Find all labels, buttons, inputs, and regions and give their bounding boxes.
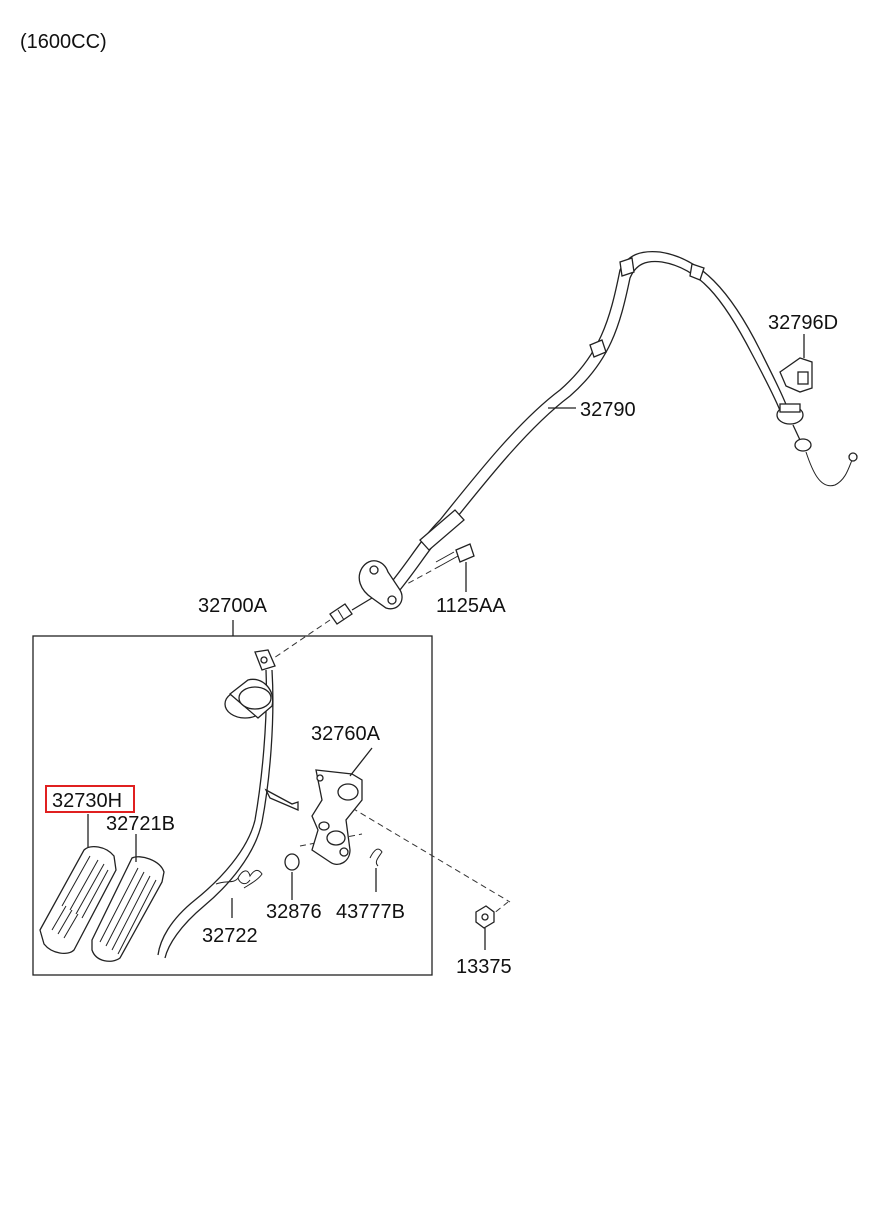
- label-32730H[interactable]: 32730H: [52, 790, 122, 812]
- pedal-bracket-32760A: [311, 769, 363, 865]
- nut-13375: [475, 905, 495, 929]
- highlight-box-32730H: [45, 785, 135, 813]
- label-32760A: 32760A: [311, 723, 381, 745]
- label-32721B: 32721B: [106, 813, 175, 835]
- label-13375: 13375: [456, 956, 512, 978]
- label-32722: 32722: [202, 925, 258, 947]
- leader-lines: [87, 334, 805, 950]
- bolt-1125AA: [435, 543, 475, 592]
- label-43777B: 43777B: [336, 901, 405, 923]
- return-spring-32722: [215, 869, 263, 889]
- pedal-pad-32721B: [91, 856, 165, 962]
- cable-flange: [329, 560, 403, 625]
- label-32796D: 32796D: [768, 312, 838, 334]
- clip-43777B: [369, 848, 383, 867]
- accelerator-cable: [384, 250, 858, 597]
- pedal-pad-32730H: [39, 845, 117, 955]
- bracket-32796D: [779, 357, 813, 393]
- label-32700A: 32700A: [198, 595, 268, 617]
- label-32790: 32790: [580, 399, 636, 421]
- pedal-assembly-box: [32, 620, 433, 976]
- label-32876: 32876: [266, 901, 322, 923]
- stopper-32876: [284, 853, 300, 871]
- variant-label: (1600CC): [20, 31, 107, 53]
- pedal-arm: [157, 649, 299, 959]
- label-1125AA: 1125AA: [436, 595, 506, 617]
